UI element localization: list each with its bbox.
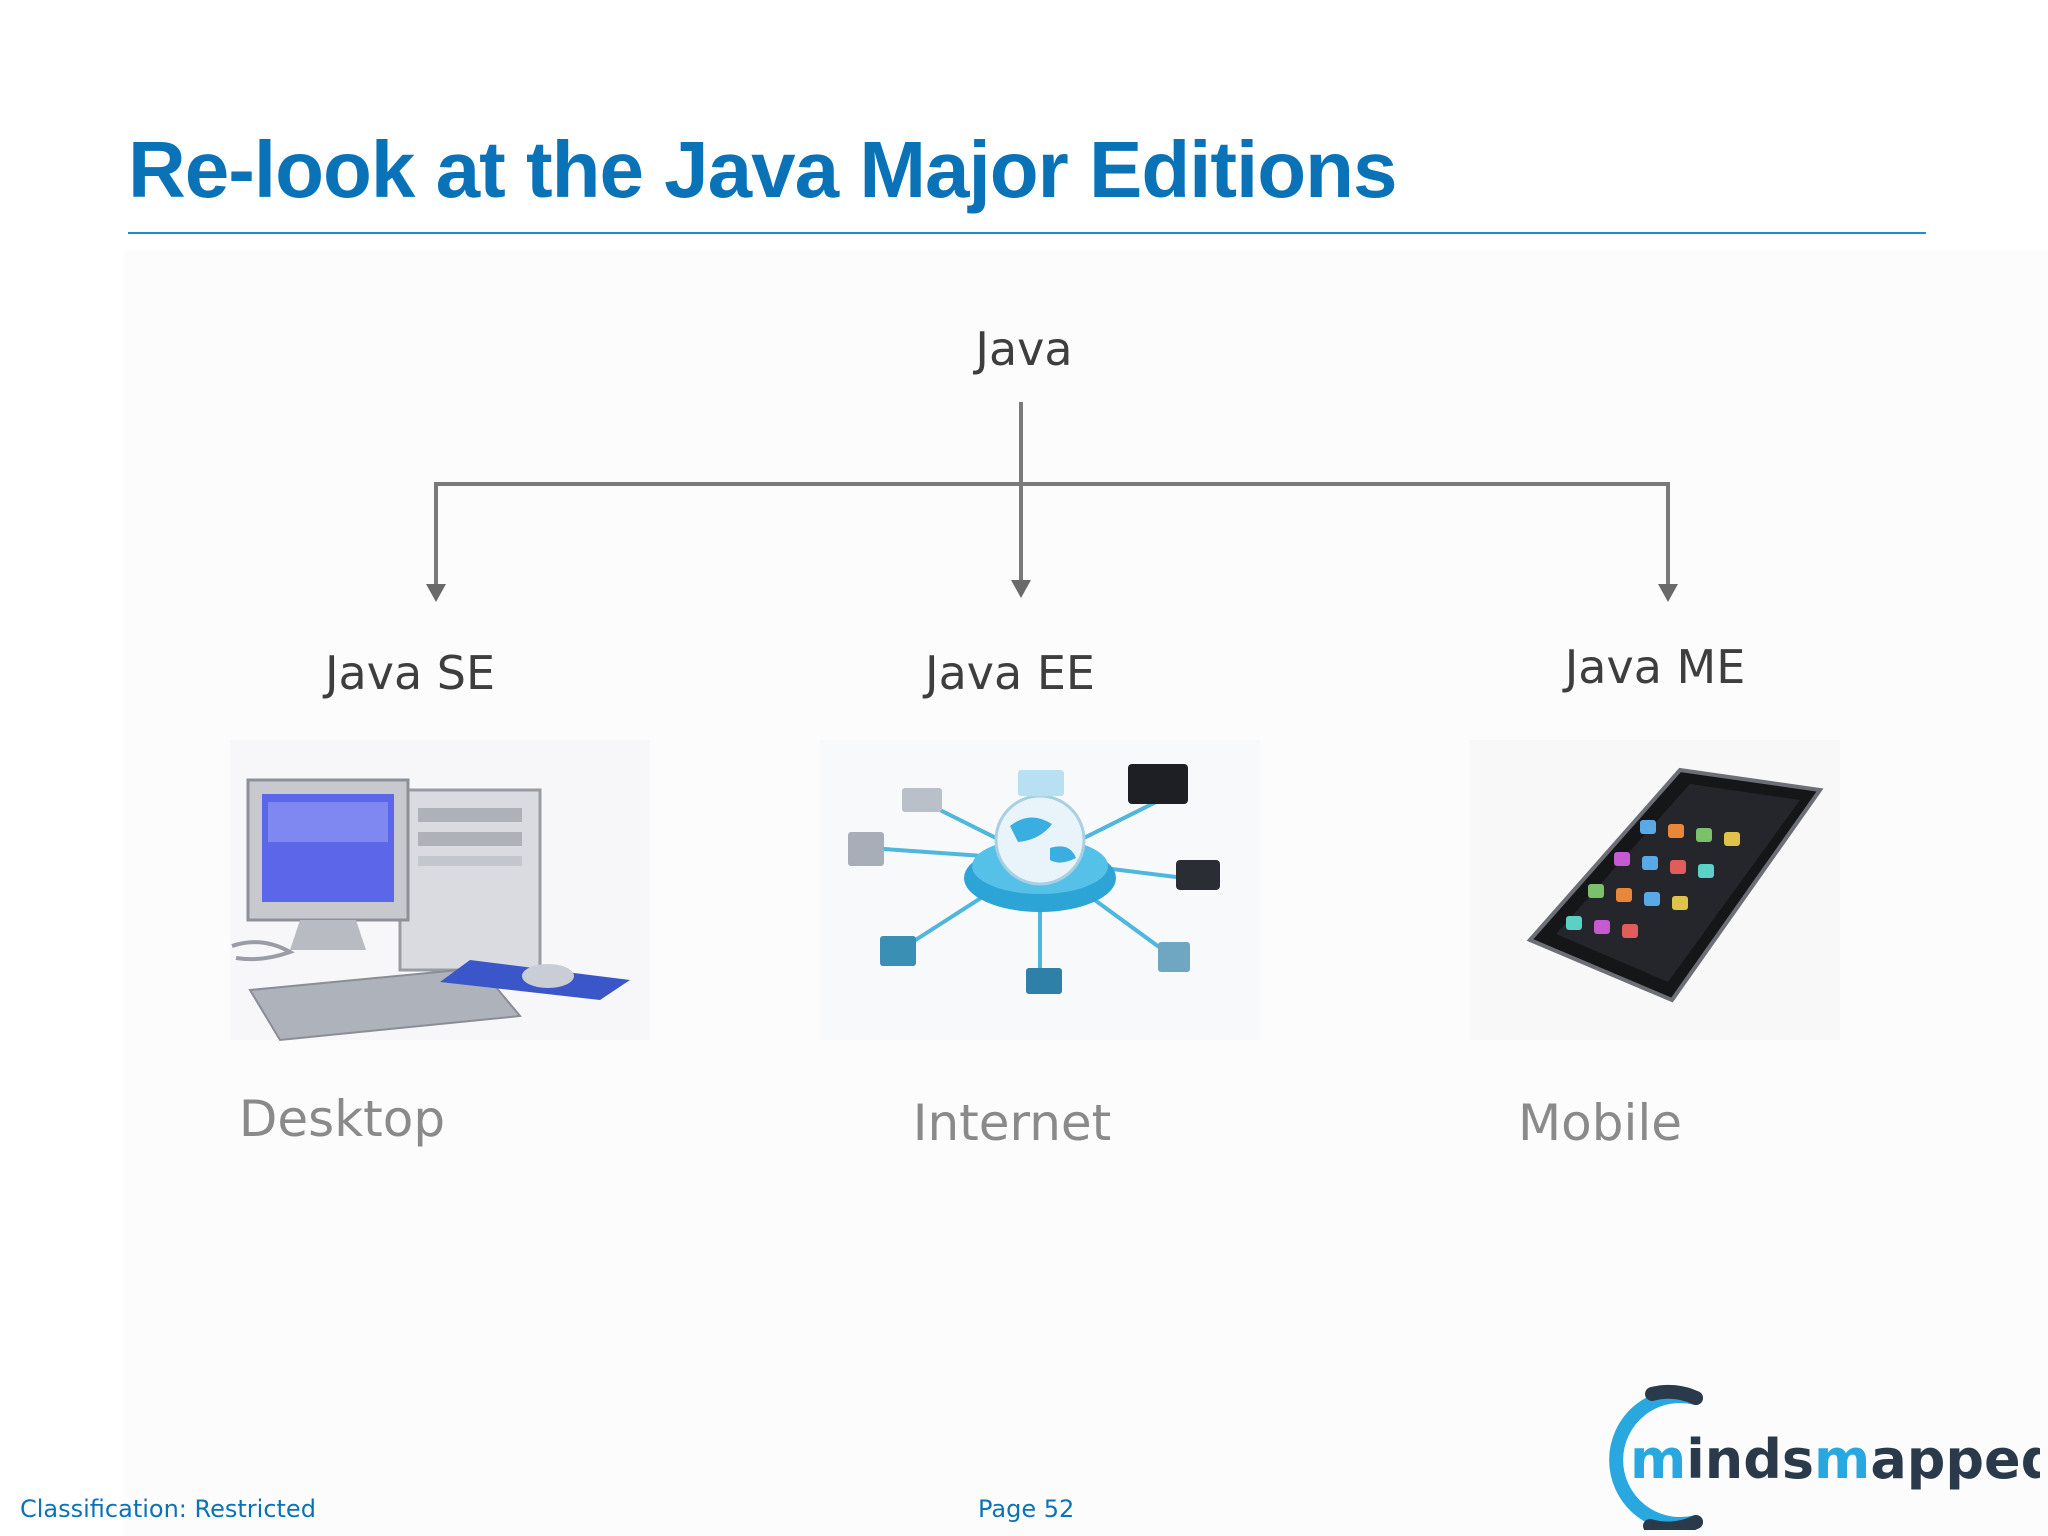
mindsmapped-logo: mindsmapped — [1609, 1384, 2040, 1530]
platform-desktop-caption: Desktop — [238, 1090, 446, 1148]
platform-mobile-caption: Mobile — [1517, 1094, 1683, 1152]
root-node-label: Java — [975, 322, 1073, 376]
page-number: Page 52 — [978, 1495, 1075, 1523]
edition-se-label: Java SE — [324, 646, 496, 700]
slide-title: Re-look at the Java Major Editions — [128, 125, 1397, 214]
arrow-left-head — [426, 584, 446, 602]
edition-ee-label: Java EE — [925, 646, 1095, 700]
smartphone-icon — [1470, 740, 1840, 1040]
network-globe-icon — [820, 740, 1260, 1040]
arrow-right-head — [1658, 584, 1678, 602]
edition-me-label: Java ME — [1564, 640, 1746, 694]
platform-internet-caption: Internet — [912, 1094, 1112, 1152]
desktop-computer-icon — [230, 740, 650, 1042]
svg-text:mindsmapped: mindsmapped — [1630, 1428, 2040, 1491]
arrow-center-head — [1011, 580, 1031, 598]
classification-label: Classification: Restricted — [20, 1495, 316, 1523]
title-divider — [128, 232, 1926, 234]
